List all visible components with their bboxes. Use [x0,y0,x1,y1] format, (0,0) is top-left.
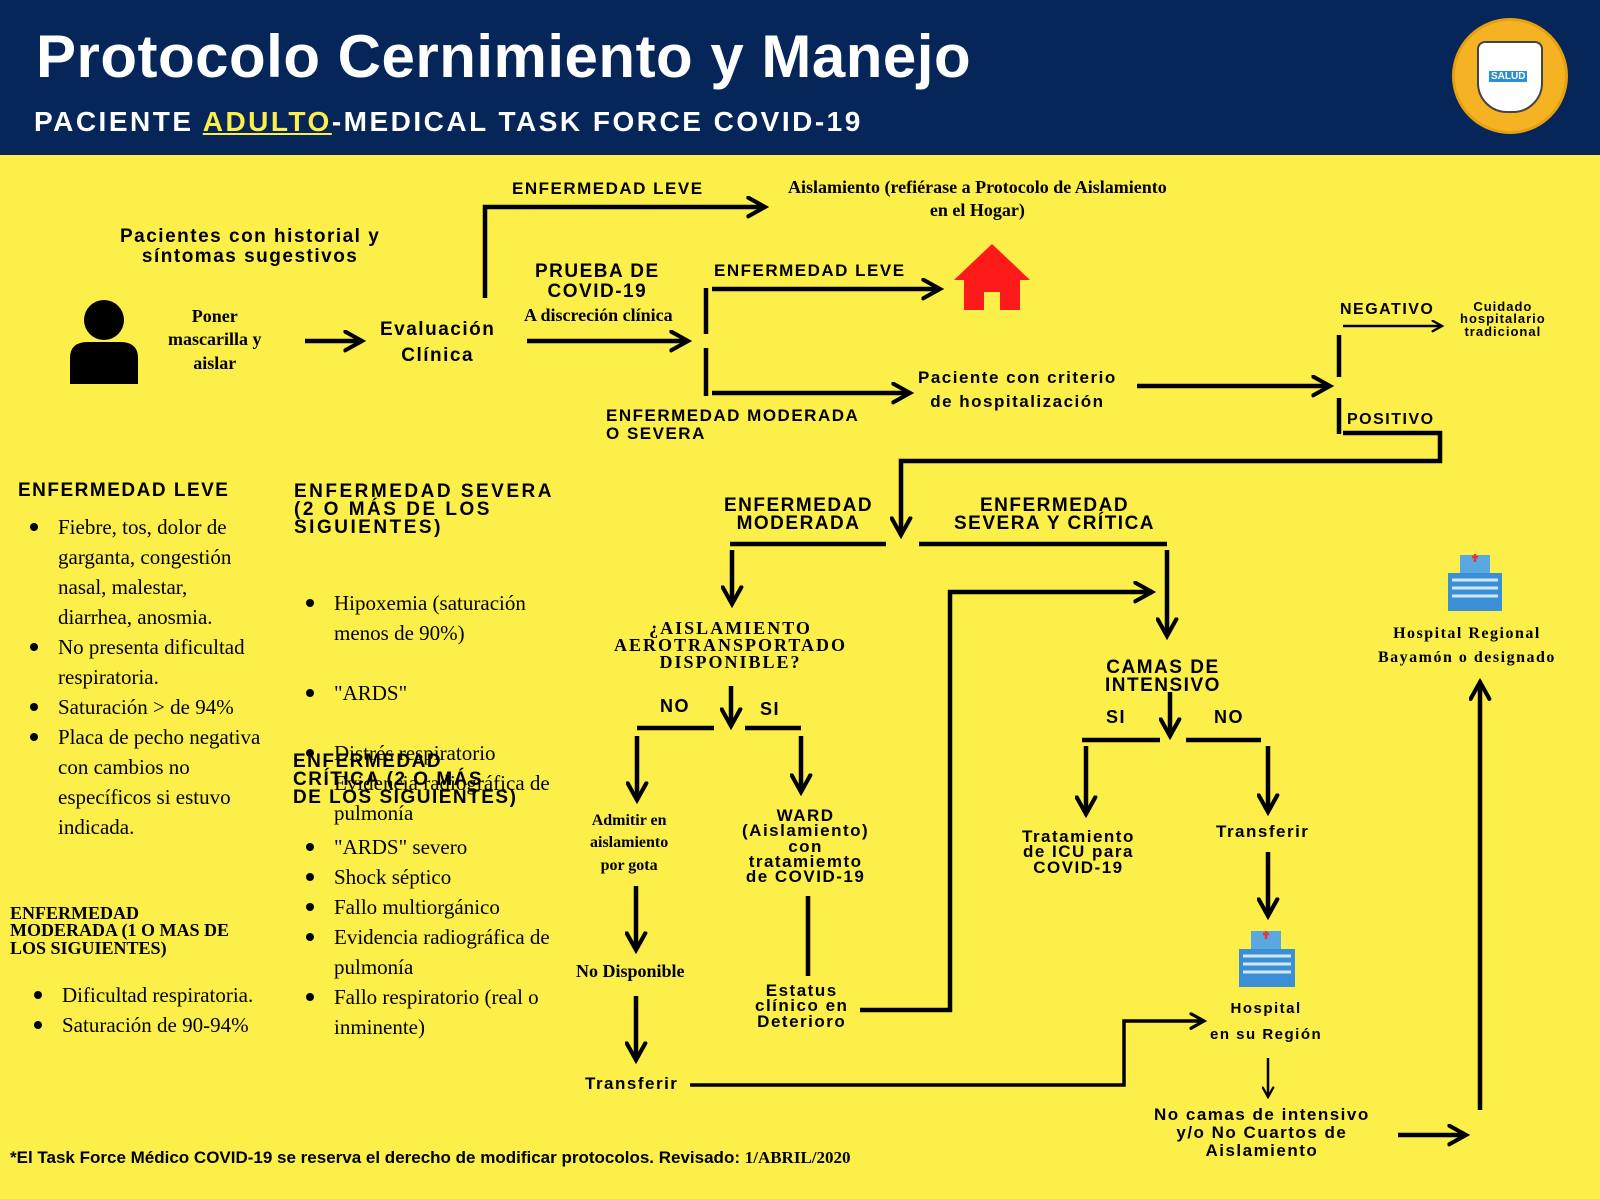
leve-list: Fiebre, tos, dolor de garganta, congesti… [16,512,266,842]
label-criterio: Paciente con criterio de hospitalización [918,368,1117,411]
label-admitir: Admitir en aislamiento por gota [590,812,669,874]
subtitle-highlight: ADULTO [202,106,332,137]
label-transferir1: Transferir [585,1074,679,1093]
label-mask: Poner mascarilla y aislar [168,306,262,373]
label-no-camas: No camas de intensivo y/o No Cuartos de … [1154,1105,1370,1160]
label-camas: CAMAS DE INTENSIVO [1105,657,1221,697]
list-item: Saturación > de 94% [16,692,266,722]
footer-text: *El Task Force Médico COVID-19 se reserv… [10,1148,745,1167]
arrow-deterioro-to-camas [860,592,1152,1013]
footer-note: *El Task Force Médico COVID-19 se reserv… [10,1148,851,1168]
list-item: Shock séptico [292,862,572,892]
moderada-list: Dificultad respiratoria. Saturación de 9… [20,980,280,1040]
list-item: Dificultad respiratoria. [20,980,280,1010]
page-title: Protocolo Cernimiento y Manejo [36,23,972,90]
logo-salud: SALUD [1489,71,1528,82]
page-subtitle: PACIENTE ADULTO-MEDICAL TASK FORCE COVID… [34,106,863,138]
label-no2: NO [1214,707,1244,727]
hospital-icon-region [1239,931,1295,987]
subtitle-pre: PACIENTE [34,106,203,137]
severa-title: ENFERMEDAD SEVERA (2 O MÁS DE LOS SIGUIE… [294,481,554,539]
critica-list: "ARDS" severo Shock séptico Fallo multio… [292,832,572,1042]
label-leve-top: ENFERMEDAD LEVE [512,179,704,198]
house-icon [954,244,1030,310]
label-moderada: ENFERMEDAD MODERADA [724,495,874,535]
list-item: Hipoxemia (saturación menos de 90%) [292,588,552,648]
revision-date: 1/ABRIL/2020 [744,1148,851,1167]
label-si2: SI [1106,707,1127,727]
label-leve-mid: ENFERMEDAD LEVE [714,261,906,280]
label-positivo: POSITIVO [1347,411,1435,428]
label-estatus: Estatus clínico en Deterioro [755,981,849,1031]
label-hospital-regional: Hospital Regional Bayamón o designado [1378,625,1556,666]
arrow-eval-to-leve [482,207,765,298]
label-severa-critica: ENFERMEDAD SEVERA Y CRÍTICA [954,495,1156,535]
label-hospital-region: Hospital en su Región [1210,1000,1323,1043]
list-item: No presenta dificultad respiratoria. [16,632,266,692]
label-prueba: PRUEBA DE COVID-19 [535,261,660,302]
list-item: Fallo multiorgánico [292,892,572,922]
list-item: Fallo respiratorio (real o inminente) [292,982,572,1042]
list-item: Evidencia radiográfica de pulmonía [292,922,572,982]
label-ward: WARD (Aislamiento) con tratamiemto de CO… [742,806,870,887]
list-item: Placa de pecho negativa con cambios no e… [16,722,266,842]
line-positivo [901,430,1443,535]
label-icu: Tratamiento de ICU para COVID-19 [1022,827,1135,877]
label-aerotransportado: ¿AISLAMIENTO AEROTRANSPORTADO DISPONIBLE… [614,618,848,673]
logo-shield: SALUD [1477,41,1543,113]
label-transferir2: Transferir [1216,822,1310,841]
label-moderada-severa: ENFERMEDAD MODERADA O SEVERA [606,406,860,443]
label-no-disponible: No Disponible [576,961,685,981]
hospital-icon-regional [1448,554,1502,611]
list-item: Fiebre, tos, dolor de garganta, congesti… [16,512,266,632]
label-discrecion: A discreción clínica [524,305,673,325]
label-si1: SI [760,699,781,719]
header-banner: Protocolo Cernimiento y Manejo PACIENTE … [0,0,1600,155]
arrow-transferir-to-hospital [690,1021,1204,1087]
critica-title: ENFERMEDAD CRÍTICA (2 O MÁS DE LOS SIGUI… [293,751,518,809]
subtitle-post: -MEDICAL TASK FORCE COVID-19 [331,106,863,137]
person-icon [70,300,138,384]
label-eval: Evaluación Clínica [380,319,496,366]
list-item: "ARDS" severo [292,832,572,862]
list-item: Distrés respiratorio Evidencia radiográf… [292,738,552,828]
label-patients: Pacientes con historial y síntomas suges… [120,226,381,267]
medical-task-force-logo: SALUD [1452,18,1568,134]
severa-list: Hipoxemia (saturación menos de 90%) "ARD… [292,558,552,858]
label-negativo: NEGATIVO [1340,301,1435,318]
list-item: "ARDS" [292,678,552,708]
moderada-title: ENFERMEDAD MODERADA (1 O MAS DE LOS SIGU… [10,903,229,958]
leve-title: ENFERMEDAD LEVE [18,480,230,501]
list-item: Saturación de 90-94% [20,1010,280,1040]
label-no1: NO [660,696,690,716]
label-aislamiento: Aislamiento (refiérase a Protocolo de Ai… [788,177,1167,221]
label-cuidado: Cuidado hospitalario tradicional [1460,299,1546,339]
